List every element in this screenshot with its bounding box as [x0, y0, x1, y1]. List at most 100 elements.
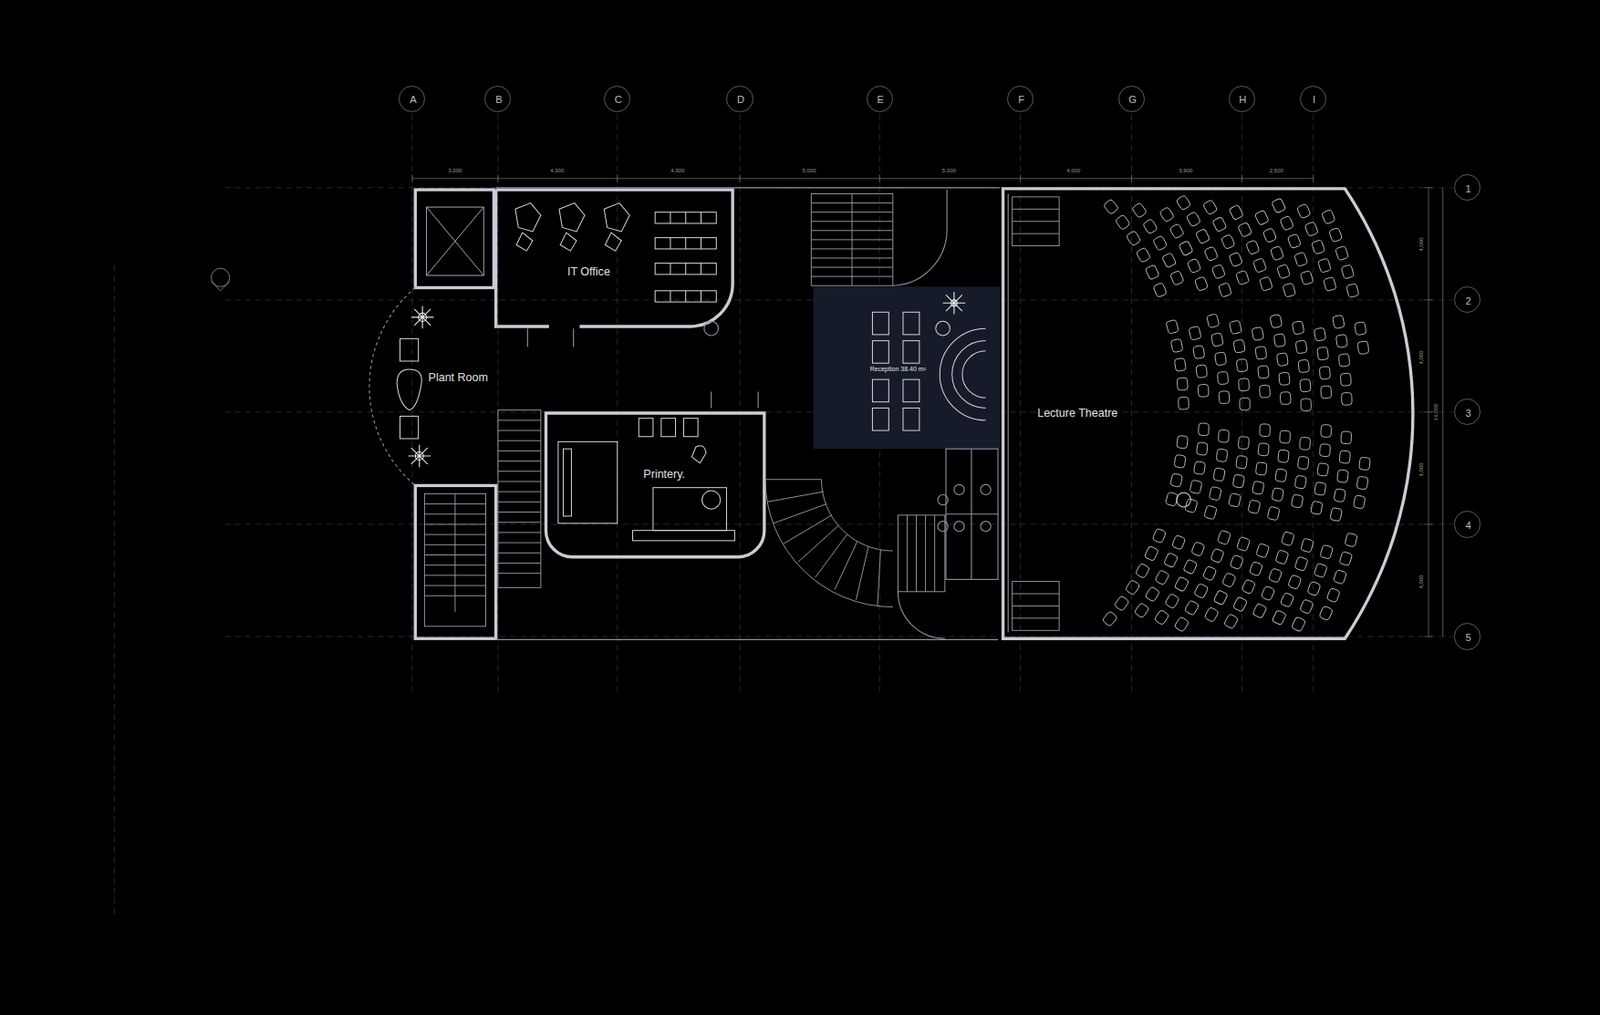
seat — [1191, 541, 1206, 558]
grid-bubble: D — [726, 85, 753, 113]
seat — [1144, 264, 1160, 281]
seat — [1143, 545, 1159, 562]
seat — [1233, 596, 1248, 613]
seat — [1215, 352, 1227, 366]
seat — [1307, 581, 1321, 597]
seat — [1271, 197, 1287, 214]
seat — [1282, 282, 1296, 298]
seat — [1208, 486, 1222, 501]
grid-label: 3 — [1464, 407, 1471, 419]
seat — [1357, 341, 1370, 355]
grid-bubble: 3 — [1454, 398, 1481, 426]
seat — [1174, 616, 1190, 633]
seat — [1259, 424, 1271, 437]
seat — [1252, 480, 1265, 495]
dimension-text: 3,900 — [1178, 167, 1193, 174]
seat — [1317, 346, 1330, 361]
seat — [1252, 602, 1268, 619]
seat — [1332, 570, 1347, 585]
seat — [1170, 473, 1184, 488]
room-area: Plant Room — [369, 287, 497, 486]
seat — [1114, 214, 1131, 230]
seat — [1279, 392, 1291, 406]
seat — [1216, 371, 1228, 385]
seat — [1194, 276, 1208, 291]
seat — [1311, 239, 1326, 255]
seat — [1299, 379, 1311, 393]
seat — [1340, 373, 1351, 386]
seat — [1339, 551, 1353, 567]
seat — [1279, 215, 1295, 231]
seat — [1319, 605, 1334, 622]
seat — [1313, 562, 1328, 578]
seat — [1206, 313, 1220, 329]
seat — [1202, 199, 1217, 216]
seat — [1321, 208, 1336, 225]
grid-lines — [114, 114, 1454, 918]
seat — [1202, 565, 1217, 582]
seat — [1134, 562, 1150, 579]
grid-bubble: A — [398, 85, 426, 113]
seat — [1164, 592, 1181, 609]
seat — [1281, 531, 1296, 547]
seat — [1228, 493, 1242, 509]
seat — [1174, 357, 1186, 372]
seat — [1229, 554, 1244, 571]
seat — [1313, 327, 1326, 342]
dimension-text: 4,000 — [1066, 167, 1081, 174]
seat — [1255, 345, 1268, 360]
seat — [1204, 606, 1219, 623]
seat — [1154, 570, 1170, 586]
seat — [1318, 258, 1332, 273]
seat — [1223, 613, 1238, 630]
seat — [1279, 592, 1295, 608]
seat — [1163, 552, 1179, 569]
seat — [1178, 396, 1190, 410]
walls — [415, 188, 1413, 639]
seat — [1262, 228, 1278, 244]
seat — [1260, 585, 1276, 602]
grid-bubble: G — [1118, 85, 1145, 113]
dimension-text: 2,500 — [1269, 167, 1284, 174]
seat — [1217, 429, 1229, 443]
seat — [1256, 543, 1270, 559]
seat — [1294, 251, 1309, 267]
seat — [1275, 550, 1289, 565]
seat — [1174, 576, 1189, 593]
seat — [1236, 270, 1250, 285]
seat — [1299, 270, 1314, 286]
theatre-seats — [1101, 195, 1371, 634]
seat — [1222, 572, 1237, 589]
seat — [1170, 338, 1184, 353]
seat — [1216, 529, 1231, 545]
grid-label: F — [1018, 93, 1025, 105]
seat — [1319, 366, 1330, 380]
room-area: Reception 38.40 m² — [813, 286, 1001, 449]
grid-label: D — [737, 93, 745, 105]
grid-bubble: E — [866, 85, 894, 113]
seat — [1236, 536, 1251, 551]
seat — [1171, 534, 1185, 551]
seat — [1198, 423, 1210, 437]
seat — [1133, 602, 1150, 619]
seat — [1197, 384, 1209, 397]
plants — [407, 291, 966, 468]
seat — [1294, 475, 1307, 489]
seat — [1175, 195, 1192, 211]
seat — [1196, 442, 1209, 457]
seat — [1323, 277, 1337, 292]
seat — [1319, 544, 1334, 560]
grid-label: E — [877, 93, 884, 105]
seat — [1193, 345, 1206, 360]
seat — [1300, 398, 1311, 412]
seat — [1135, 247, 1151, 263]
seat — [1211, 264, 1226, 281]
grid-label: I — [1312, 93, 1316, 105]
seat — [1335, 333, 1348, 348]
seat — [1291, 321, 1305, 335]
seat — [1232, 474, 1245, 489]
seat — [1356, 476, 1369, 490]
seat — [1176, 435, 1188, 448]
seat — [1298, 359, 1310, 374]
grid-label: C — [614, 93, 623, 105]
